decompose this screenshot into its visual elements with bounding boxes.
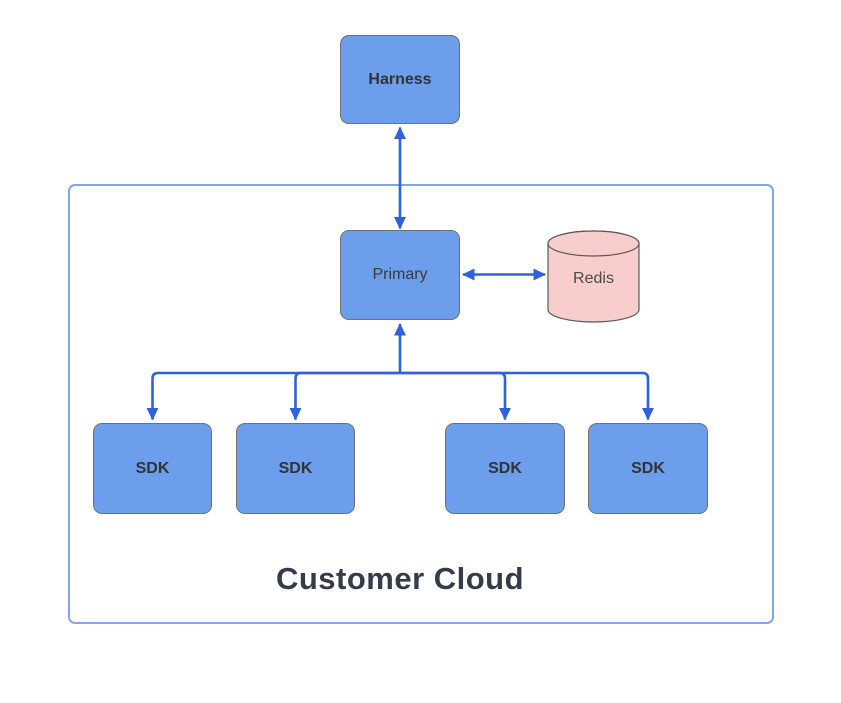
node-sdk-2: SDK [236,423,355,514]
node-sdk-3: SDK [445,423,565,514]
node-harness: Harness [340,35,460,124]
node-primary-label: Primary [372,266,428,283]
customer-cloud-label: Customer Cloud [275,561,525,596]
node-primary: Primary [340,230,460,320]
node-sdk-2-label: SDK [278,459,313,477]
node-redis-label: Redis [573,270,614,287]
node-sdk-1: SDK [93,423,212,514]
node-sdk-4: SDK [588,423,708,514]
node-sdk-3-label: SDK [488,459,522,477]
redis-cylinder-shape [547,230,640,323]
node-sdk-1-label: SDK [135,459,170,477]
node-redis: Redis [547,230,640,323]
node-harness-label: Harness [368,70,432,88]
node-sdk-4-label: SDK [631,459,665,477]
